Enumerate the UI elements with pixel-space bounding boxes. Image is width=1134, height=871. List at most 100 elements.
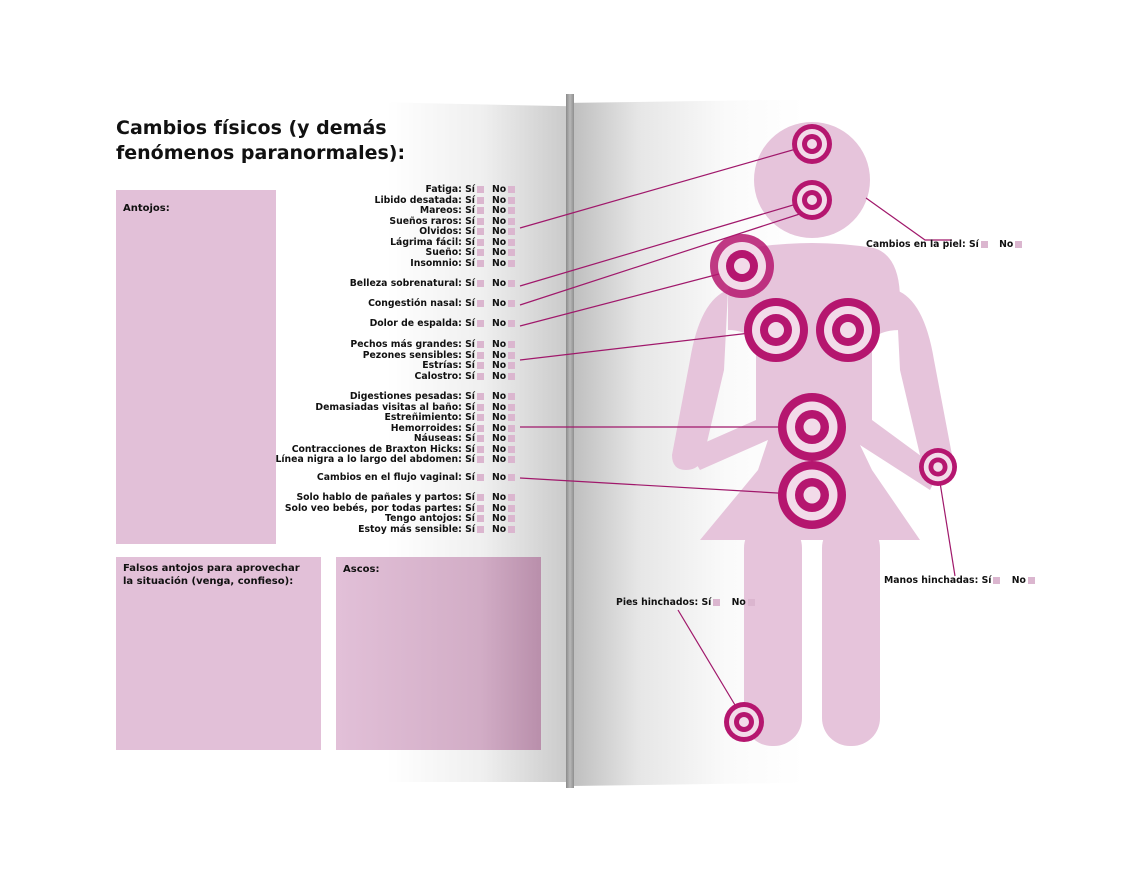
si-checkbox[interactable]: [477, 228, 484, 235]
no-checkbox[interactable]: [508, 300, 516, 307]
target-face: [792, 180, 832, 220]
no-checkbox[interactable]: [508, 217, 516, 225]
no-label: No: [492, 401, 507, 413]
target-breast-left: [744, 298, 808, 362]
piel-no-checkbox[interactable]: [1015, 241, 1023, 248]
no-label: No: [492, 215, 507, 227]
no-checkbox[interactable]: [508, 403, 516, 411]
si-checkbox[interactable]: [477, 515, 484, 522]
no-checkbox[interactable]: [508, 351, 516, 359]
si-checkbox[interactable]: [477, 280, 484, 287]
si-checkbox[interactable]: [477, 474, 484, 481]
si-checkbox[interactable]: [477, 320, 484, 327]
si-checkbox[interactable]: [477, 238, 484, 246]
si-checkbox[interactable]: [477, 504, 484, 512]
connector-head: [519, 144, 811, 229]
no-option: No: [492, 350, 516, 362]
si-checkbox[interactable]: [477, 393, 484, 400]
manos-si-checkbox[interactable]: [993, 577, 1001, 584]
no-checkbox[interactable]: [508, 238, 516, 246]
no-label: No: [492, 236, 507, 248]
si-checkbox[interactable]: [477, 456, 484, 463]
no-checkbox[interactable]: [508, 435, 516, 442]
symptom-label: Estrías: Sí: [422, 360, 484, 372]
no-option: No: [492, 472, 516, 484]
no-label: No: [492, 194, 507, 206]
no-checkbox[interactable]: [508, 228, 516, 235]
si-checkbox[interactable]: [477, 186, 484, 193]
no-checkbox[interactable]: [508, 207, 516, 214]
no-checkbox[interactable]: [508, 280, 516, 287]
no-checkbox[interactable]: [508, 362, 516, 369]
si-checkbox[interactable]: [477, 341, 484, 348]
no-checkbox[interactable]: [508, 186, 516, 193]
no-option: No: [492, 194, 516, 207]
ascos-box[interactable]: [336, 557, 541, 750]
no-checkbox[interactable]: [508, 494, 516, 501]
antojos-box[interactable]: [116, 190, 276, 544]
no-checkbox[interactable]: [508, 259, 516, 267]
no-checkbox[interactable]: [508, 320, 516, 327]
symptom-row: Fatiga: Sí: [200, 184, 484, 196]
symptom-text: Dolor de espalda: Sí: [369, 318, 475, 329]
si-checkbox[interactable]: [477, 424, 484, 432]
piel-si-checkbox[interactable]: [980, 241, 988, 248]
no-checkbox[interactable]: [508, 445, 516, 453]
pies-no-checkbox[interactable]: [747, 599, 755, 606]
no-label: No: [492, 360, 507, 371]
no-checkbox[interactable]: [508, 504, 516, 512]
no-checkbox[interactable]: [508, 341, 516, 348]
si-checkbox[interactable]: [477, 351, 484, 359]
connector-lines: [519, 144, 956, 721]
si-checkbox[interactable]: [477, 300, 484, 307]
si-checkbox[interactable]: [477, 249, 484, 256]
symptom-text: Digestiones pesadas: Sí: [349, 391, 475, 402]
antojos-label: Antojos:: [123, 203, 170, 214]
symptom-label: Fatiga: Sí: [426, 184, 484, 196]
target-pelvis: [778, 461, 846, 529]
no-checkbox[interactable]: [508, 515, 516, 522]
no-label: No: [492, 502, 507, 514]
no-checkbox[interactable]: [508, 196, 516, 204]
si-checkbox[interactable]: [477, 494, 484, 501]
si-checkbox[interactable]: [477, 372, 484, 380]
no-checkbox[interactable]: [508, 525, 516, 533]
symptom-label: Sueños raros: Sí: [389, 216, 484, 228]
symptom-text: Hemorroides: Sí: [390, 422, 475, 434]
si-checkbox[interactable]: [477, 259, 484, 267]
no-option: No: [492, 371, 516, 383]
si-checkbox[interactable]: [477, 196, 484, 204]
no-checkbox[interactable]: [508, 393, 516, 400]
target-belly: [778, 393, 846, 461]
no-checkbox[interactable]: [508, 372, 516, 380]
symptom-label: Libido desatada: Sí: [375, 195, 484, 207]
no-option: No: [492, 258, 516, 270]
si-checkbox[interactable]: [477, 403, 484, 411]
pies-si-checkbox[interactable]: [713, 599, 721, 606]
no-checkbox[interactable]: [508, 474, 516, 481]
page-title: Cambios físicos (y demás fenómenos paran…: [116, 117, 406, 164]
symptom-row: Calostro: Sí: [200, 371, 484, 383]
si-checkbox[interactable]: [477, 414, 484, 421]
falsos-antojos-box[interactable]: [116, 557, 321, 750]
symptom-text: Belleza sobrenatural: Sí: [349, 278, 475, 289]
si-checkbox[interactable]: [477, 362, 484, 369]
no-label: No: [492, 391, 507, 402]
symptom-text: Pezones sensibles: Sí: [362, 349, 475, 361]
no-checkbox[interactable]: [508, 424, 516, 432]
si-checkbox[interactable]: [477, 217, 484, 225]
manos-no-checkbox[interactable]: [1027, 577, 1035, 584]
no-checkbox[interactable]: [508, 456, 516, 463]
symptom-row: Estrías: Sí: [200, 360, 484, 372]
no-option: No: [492, 423, 516, 435]
symptom-text: Sueño: Sí: [425, 247, 475, 258]
pies-si-label: Sí: [701, 597, 712, 608]
symptom-row: Pechos más grandes: Sí: [200, 339, 484, 351]
si-checkbox[interactable]: [477, 525, 484, 533]
si-checkbox[interactable]: [477, 445, 484, 453]
no-checkbox[interactable]: [508, 249, 516, 256]
si-checkbox[interactable]: [477, 435, 484, 442]
si-checkbox[interactable]: [477, 207, 484, 214]
no-checkbox[interactable]: [508, 414, 516, 421]
no-option: No: [492, 391, 516, 403]
